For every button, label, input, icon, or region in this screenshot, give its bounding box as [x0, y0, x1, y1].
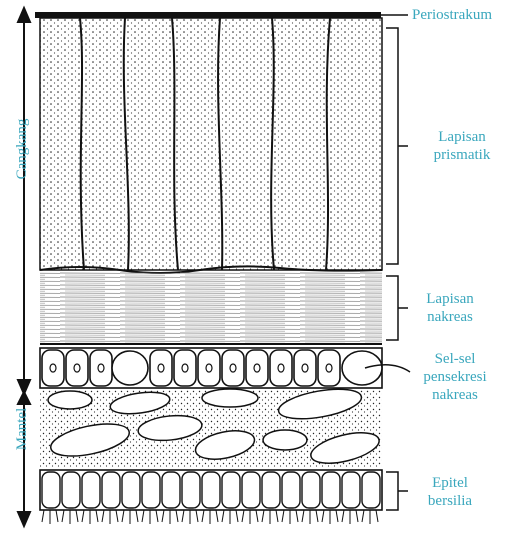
- periostrakum-layer: [35, 12, 381, 18]
- label-epitel-line2: bersilia: [405, 492, 495, 510]
- label-lapisan-prismatik-line2: prismatik: [412, 146, 512, 164]
- label-lapisan-nakreas-line1: Lapisan: [405, 290, 495, 308]
- label-epitel-bersilia: Epitel bersilia: [405, 474, 495, 510]
- label-sel-sel-line2: pensekresi: [400, 368, 510, 386]
- label-sel-sel-line3: nakreas: [400, 386, 510, 404]
- cilia: [42, 510, 378, 524]
- prismatic-layer: [40, 18, 382, 270]
- label-lapisan-prismatik: Lapisan prismatik: [412, 128, 512, 164]
- label-cangkang: Cangkang: [13, 109, 31, 189]
- label-lapisan-prismatik-line1: Lapisan: [412, 128, 512, 146]
- label-sel-sel-pensekresi-nakreas: Sel-sel pensekresi nakreas: [400, 350, 510, 404]
- secretory-cell-row: [40, 348, 382, 388]
- label-sel-sel-line1: Sel-sel: [400, 350, 510, 368]
- nacreous-layer: [40, 272, 382, 344]
- label-lapisan-nakreas-line2: nakreas: [405, 308, 495, 326]
- label-lapisan-nakreas: Lapisan nakreas: [405, 290, 495, 326]
- ciliated-epithelium: [40, 470, 382, 510]
- label-periostrakum: Periostrakum: [412, 6, 492, 24]
- label-epitel-line1: Epitel: [405, 474, 495, 492]
- label-mantel: Mantel: [13, 399, 31, 459]
- cangkang-arrow: [18, 8, 30, 394]
